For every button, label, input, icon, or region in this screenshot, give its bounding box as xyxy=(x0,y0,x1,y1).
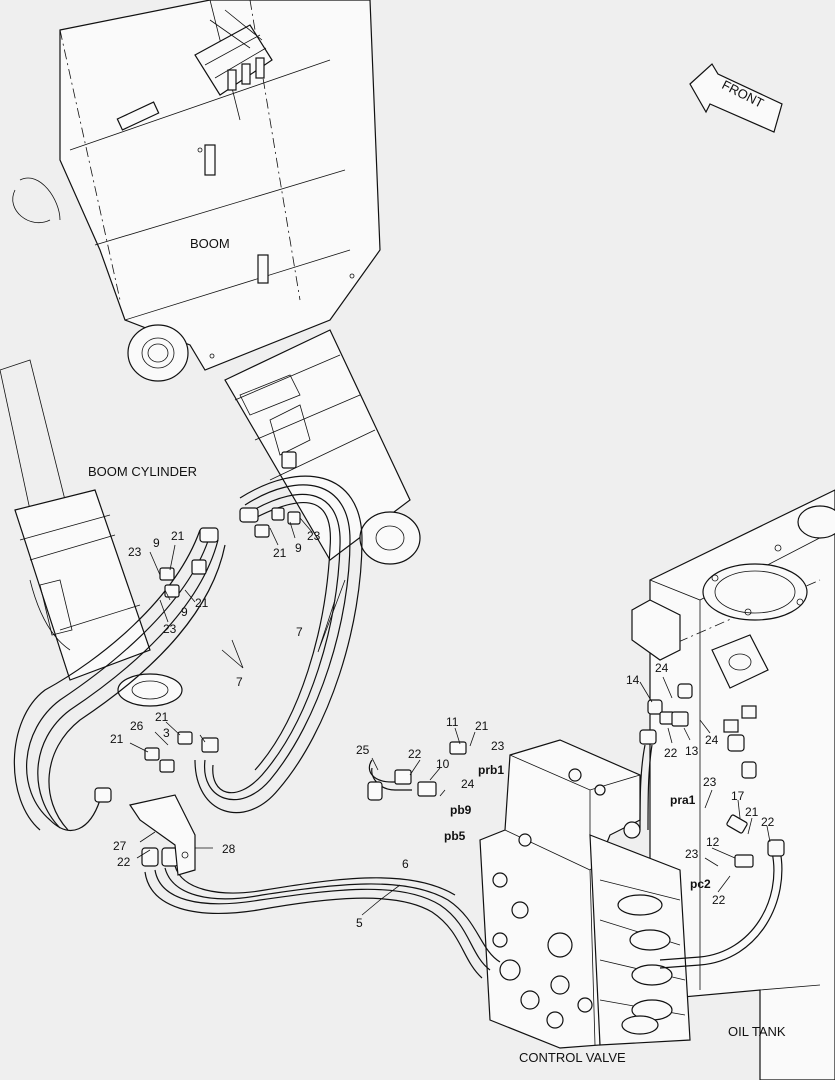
part-number: 17 xyxy=(731,789,745,803)
part-number: 7 xyxy=(296,625,303,639)
part-number: 25 xyxy=(356,743,370,757)
part-number: 22 xyxy=(117,855,131,869)
part-number: 24 xyxy=(705,733,719,747)
boom-cylinder-label: BOOM CYLINDER xyxy=(88,464,197,479)
part-number: 9 xyxy=(181,605,188,619)
part-number: 21 xyxy=(475,719,489,733)
port-pb5: pb5 xyxy=(444,829,466,843)
fittings xyxy=(94,451,785,876)
port-pb9: pb9 xyxy=(450,803,472,817)
boom-structure xyxy=(12,0,381,382)
part-number: 21 xyxy=(273,546,287,560)
part-number: 27 xyxy=(113,839,127,853)
valve-spools xyxy=(617,894,673,1035)
part-number: 22 xyxy=(761,815,775,829)
hoses xyxy=(13,475,783,979)
oil-tank-label: OIL TANK xyxy=(728,1024,786,1039)
part-number: 11 xyxy=(446,715,459,729)
part-number: 10 xyxy=(436,757,450,771)
part-number: 5 xyxy=(356,916,363,930)
component-labels: BOOM BOOM CYLINDER CONTROL VALVE OIL TAN… xyxy=(88,236,786,1065)
part-number: 21 xyxy=(745,805,759,819)
boom-label: BOOM xyxy=(190,236,230,251)
leader-lines xyxy=(129,517,771,916)
part-number: 23 xyxy=(491,739,505,753)
part-number: 12 xyxy=(706,835,720,849)
part-number: 3 xyxy=(163,726,170,740)
front-arrow: FRONT xyxy=(689,63,783,133)
part-number: 22 xyxy=(712,893,726,907)
port-pc2: pc2 xyxy=(690,877,711,891)
part-number: 23 xyxy=(703,775,717,789)
port-labels: prb1 pb9 pb5 pra1 pc2 xyxy=(444,763,711,891)
part-number: 26 xyxy=(130,719,144,733)
control-valve xyxy=(479,739,691,1049)
boom-cylinder-left xyxy=(0,359,183,707)
part-number: 7 xyxy=(236,675,243,689)
part-number: 23 xyxy=(128,545,142,559)
part-number: 24 xyxy=(655,661,669,675)
part-number: 6 xyxy=(402,857,409,871)
part-number: 9 xyxy=(153,536,160,550)
port-pra1: pra1 xyxy=(670,793,696,807)
part-number: 21 xyxy=(171,529,185,543)
part-number: 24 xyxy=(461,777,475,791)
valve-ports xyxy=(492,768,641,1029)
part-number: 14 xyxy=(626,673,640,687)
part-number: 21 xyxy=(155,710,169,724)
part-number: 22 xyxy=(664,746,678,760)
part-number: 21 xyxy=(195,596,209,610)
part-number: 22 xyxy=(408,747,422,761)
part-number: 9 xyxy=(295,541,302,555)
boom-cylinder-right xyxy=(224,329,421,565)
port-prb1: prb1 xyxy=(478,763,504,777)
part-number: 28 xyxy=(222,842,236,856)
part-number-labels: 9 21 23 21 9 23 21 9 23 7 7 26 21 21 3 2… xyxy=(110,529,775,930)
control-valve-label: CONTROL VALVE xyxy=(519,1050,626,1065)
part-number: 23 xyxy=(685,847,699,861)
part-number: 13 xyxy=(685,744,699,758)
part-number: 23 xyxy=(307,529,321,543)
part-number: 23 xyxy=(163,622,177,636)
part-number: 21 xyxy=(110,732,124,746)
